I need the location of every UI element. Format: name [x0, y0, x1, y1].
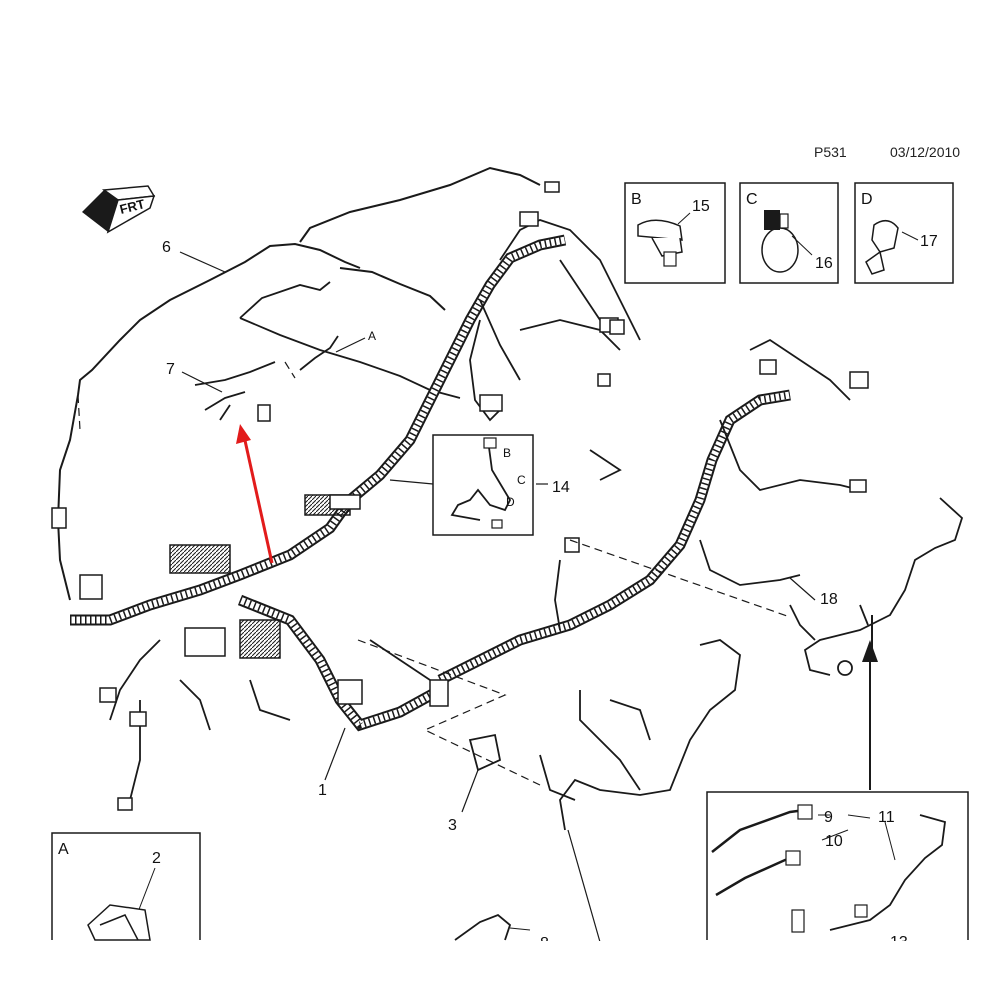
box-c-letter: C	[746, 191, 758, 208]
callout-2: 2	[152, 850, 161, 867]
front-direction-marker: FRT	[82, 185, 156, 234]
harness-3-door	[468, 639, 741, 831]
callout-6: 6	[162, 239, 171, 256]
callout-7: 7	[166, 361, 175, 378]
inset-box-14: B C D	[432, 434, 534, 536]
harness-branches	[109, 219, 861, 801]
inset14-d: D	[506, 495, 515, 509]
inset14-c: C	[517, 473, 526, 487]
frt-label: FRT	[118, 196, 146, 217]
callout-9: 9	[824, 809, 833, 826]
inset14-b: B	[503, 446, 511, 460]
connectors	[51, 181, 869, 811]
callout-point-a: A	[368, 329, 376, 343]
inset-pointer-arrow	[862, 640, 878, 790]
callout-15: 15	[692, 198, 710, 215]
callout-18: 18	[820, 591, 838, 608]
harness-7	[194, 281, 461, 421]
detail-box-a: A 2	[51, 832, 201, 941]
callout-leaders	[179, 251, 873, 943]
callout-10: 10	[825, 833, 843, 850]
callout-16: 16	[815, 255, 833, 272]
harness-6	[56, 166, 541, 601]
bottom-crop	[0, 941, 1000, 1000]
box-b-letter: B	[631, 191, 642, 208]
page-date: 03/12/2010	[890, 144, 961, 160]
box-d-letter: D	[861, 191, 873, 208]
callout-3: 3	[448, 817, 457, 834]
callout-1: 1	[318, 782, 327, 799]
dashed-leaders	[77, 361, 791, 786]
box-a-letter: A	[58, 841, 69, 858]
detail-box-b: B 15	[624, 182, 726, 284]
partial-part-8	[454, 913, 531, 941]
callout-14: 14	[552, 479, 570, 496]
callout-11: 11	[878, 809, 895, 826]
detail-box-d: D 17	[854, 182, 954, 284]
detail-box-harness-11	[706, 791, 969, 940]
red-indicator-arrow	[236, 424, 274, 564]
harness-18	[789, 497, 964, 676]
page-code: P531	[814, 144, 847, 160]
detail-box-c: C 16	[739, 182, 839, 284]
main-harness-1	[70, 234, 791, 732]
callout-17: 17	[920, 233, 938, 250]
